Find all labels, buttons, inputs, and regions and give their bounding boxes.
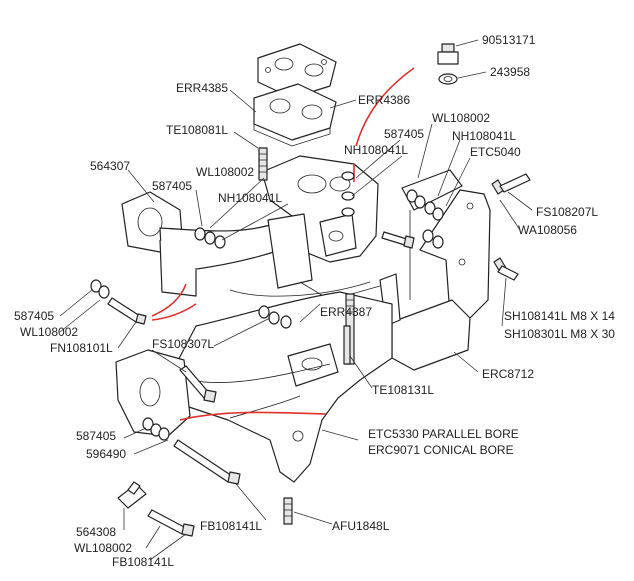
label-wl108002-left: WL108002 (196, 165, 254, 179)
washer-stack-top (341, 171, 355, 217)
stud-te108131l-lower (343, 325, 351, 365)
label-te108081l: TE108081L (166, 123, 228, 137)
washers-bracket (406, 189, 444, 249)
label-fn108101l: FN108101L (50, 341, 113, 355)
label-fb108141l-mid: FB108141L (200, 519, 262, 533)
label-etc5330: ETC5330 PARALLEL BORE (368, 427, 519, 441)
label-err4386: ERR4386 (358, 93, 410, 107)
label-587405-left: 587405 (152, 179, 192, 193)
gasket-upper (257, 43, 337, 99)
label-fs108307l: FS108307L (152, 337, 214, 351)
label-fb108141l-bottom: FB108141L (112, 555, 174, 569)
bolt-center-upper (381, 231, 415, 249)
label-564308: 564308 (76, 525, 116, 539)
label-243958: 243958 (490, 65, 530, 79)
bolt-fs108307l (179, 365, 217, 403)
bolt-fb108141l-short (147, 509, 195, 537)
label-nh108041l-left: NH108041L (218, 191, 282, 205)
bolt-fb108141l-long (173, 439, 241, 485)
mounting-bracket (391, 169, 491, 371)
label-err4385: ERR4385 (176, 81, 228, 95)
inlet-manifold (121, 155, 381, 301)
label-596490: 596490 (86, 447, 126, 461)
label-90513171: 90513171 (482, 33, 536, 47)
clip-564308 (117, 481, 147, 509)
part-labels: 90513171 243958 ERR4385 ERR4386 WL108002… (14, 33, 615, 569)
bolt-fs108207l (491, 173, 531, 195)
red-highlight-lines (151, 67, 415, 421)
label-sh108141l: SH108141L M8 X 14 (504, 309, 615, 323)
bolt-left-upper (90, 279, 147, 325)
label-fs108207l: FS108207L (536, 205, 598, 219)
washers-lower-left (142, 417, 170, 441)
label-587405-top: 587405 (384, 127, 424, 141)
label-erc9071: ERC9071 CONICAL BORE (368, 443, 514, 457)
spacer-block (253, 83, 337, 147)
bolt-sh108141l (493, 257, 519, 281)
label-afu1848l: AFU1848L (332, 519, 390, 533)
label-wl108002-top: WL108002 (432, 111, 490, 125)
label-erc8712: ERC8712 (482, 367, 534, 381)
label-te108131l: TE108131L (372, 383, 434, 397)
label-err4387: ERR4387 (320, 305, 372, 319)
label-sh108301l: SH108301L M8 X 30 (504, 327, 615, 341)
washers-center (258, 305, 292, 329)
stud-te108081l (258, 147, 268, 181)
label-etc5040: ETC5040 (470, 145, 521, 159)
label-564307: 564307 (90, 159, 130, 173)
stud-afu1848l (283, 497, 293, 525)
label-wa108056: WA108056 (518, 223, 577, 237)
label-wl108002-bottom: WL108002 (74, 541, 132, 555)
label-587405-lower: 587405 (76, 429, 116, 443)
label-wl108002-far-left: WL108002 (20, 325, 78, 339)
label-nh108041l-mid: NH108041L (344, 143, 408, 157)
leader-lines (59, 39, 533, 561)
label-587405-far-left: 587405 (14, 309, 54, 323)
label-nh108041l-right: NH108041L (452, 129, 516, 143)
adaptor-fitting (437, 43, 459, 85)
washers-left-inlet (194, 227, 226, 249)
